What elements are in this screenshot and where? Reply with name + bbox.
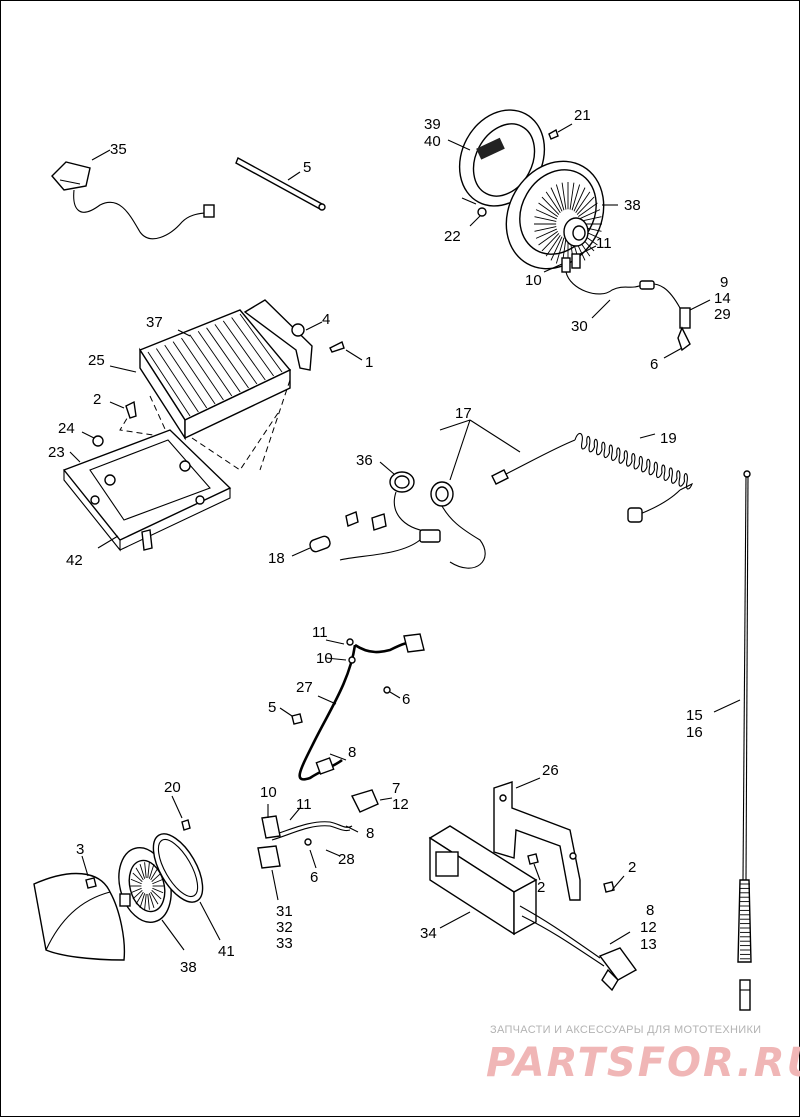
label-8-lower: 8: [366, 825, 374, 842]
label-11: 11: [596, 235, 612, 252]
gps-antenna: [51, 149, 215, 240]
amplifier: [109, 309, 292, 441]
label-15: 15: [686, 707, 703, 724]
label-8-mid: 8: [348, 744, 356, 761]
cb-antenna-mast: [713, 470, 752, 1011]
watermark-brand: PARTSFOR.RU: [486, 1040, 800, 1086]
mounting-tray: [62, 429, 232, 552]
label-23: 23: [48, 444, 65, 461]
label-19: 19: [660, 430, 677, 447]
label-8-right: 8: [646, 902, 654, 919]
label-2-right: 2: [628, 859, 636, 876]
label-6: 6: [650, 356, 658, 373]
label-2: 2: [93, 391, 101, 408]
label-11-lower: 11: [296, 796, 312, 813]
bracket-26: [493, 777, 625, 901]
speaker-pod-3: [33, 855, 126, 961]
label-30: 30: [571, 318, 588, 335]
coiled-cable: [439, 419, 693, 523]
screw-5-middle: [279, 707, 303, 725]
label-2-center: 2: [537, 879, 545, 896]
label-13: 13: [640, 936, 657, 953]
label-3: 3: [76, 841, 84, 858]
label-21: 21: [574, 107, 591, 124]
label-27: 27: [296, 679, 313, 696]
label-22: 22: [444, 228, 461, 245]
label-9: 9: [720, 274, 728, 291]
label-10-lower: 10: [260, 784, 277, 801]
label-24: 24: [58, 420, 75, 437]
label-35: 35: [110, 141, 127, 158]
screw-21: [548, 123, 573, 140]
speaker-upper: [505, 160, 618, 270]
harness-27: [298, 633, 425, 781]
label-40: 40: [424, 133, 441, 150]
screw-6-middle: [383, 686, 401, 699]
label-12-right: 12: [640, 919, 657, 936]
label-26: 26: [542, 762, 559, 779]
label-34: 34: [420, 925, 437, 942]
speaker-harness-30: [543, 245, 711, 359]
label-29: 29: [714, 306, 731, 323]
label-25: 25: [88, 352, 105, 369]
amplifier-bracket-plate: [243, 299, 363, 371]
label-4: 4: [322, 311, 330, 328]
label-33: 33: [276, 935, 293, 952]
nut-24: [81, 431, 104, 447]
speaker-lower: [118, 847, 185, 951]
label-12: 12: [392, 796, 409, 813]
label-18: 18: [268, 550, 285, 567]
label-20: 20: [164, 779, 181, 796]
label-32: 32: [276, 919, 293, 936]
label-16: 16: [686, 724, 703, 741]
label-10-mid: 10: [316, 650, 333, 667]
label-31: 31: [276, 903, 293, 920]
cb-module: [428, 825, 638, 992]
cable-strap: [235, 157, 326, 211]
label-10: 10: [525, 272, 542, 289]
label-41: 41: [218, 943, 235, 960]
label-37: 37: [146, 314, 163, 331]
label-11-mid: 11: [312, 624, 328, 641]
label-42: 42: [66, 552, 83, 569]
label-6-mid: 6: [402, 691, 410, 708]
screw-20: [171, 795, 191, 831]
watermark-caption: ЗАПЧАСТИ И АКСЕССУАРЫ ДЛЯ МОТОТЕХНИКИ: [490, 1024, 762, 1036]
label-6-lower: 6: [310, 869, 318, 886]
cb-microphone-switch: [291, 461, 486, 569]
label-5-mid: 5: [268, 699, 276, 716]
label-39: 39: [424, 116, 441, 133]
label-5: 5: [303, 159, 311, 176]
alignment-lines: [119, 379, 291, 471]
label-38: 38: [624, 197, 641, 214]
label-17: 17: [455, 405, 472, 422]
harness-28: [257, 789, 393, 901]
screw-2-upper: [109, 400, 137, 419]
label-7: 7: [392, 780, 400, 797]
screw-22: [469, 207, 487, 227]
label-36: 36: [356, 452, 373, 469]
label-1: 1: [365, 354, 373, 371]
label-38-lower: 38: [180, 959, 197, 976]
label-28: 28: [338, 851, 355, 868]
label-14: 14: [714, 290, 731, 307]
speaker-grille-41: [152, 833, 221, 941]
